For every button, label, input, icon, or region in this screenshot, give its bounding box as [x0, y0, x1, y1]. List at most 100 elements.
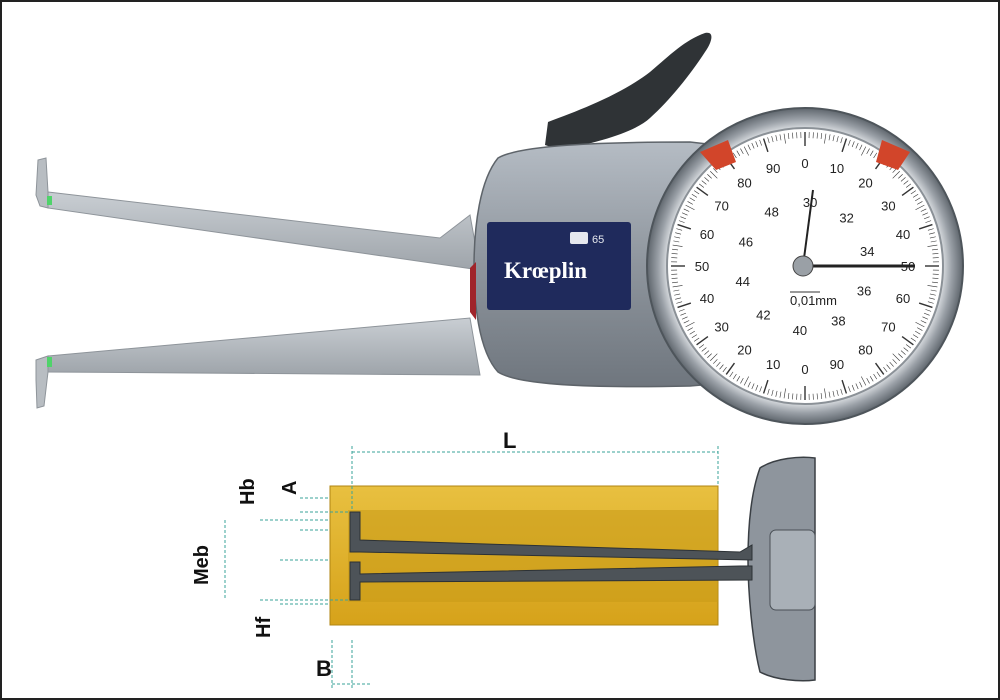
- dial-tick: [676, 301, 683, 304]
- dial-tick: [694, 337, 700, 342]
- dial-tick: [740, 378, 744, 384]
- dial-tick: [820, 392, 823, 399]
- dial-tick: [677, 302, 692, 309]
- dial-tick: [707, 353, 712, 358]
- dial-tick: [874, 362, 885, 375]
- dial-tick: [848, 139, 851, 146]
- dial-tick: [759, 386, 762, 393]
- dial-tick: [816, 132, 818, 139]
- dimension-lines: [224, 446, 719, 690]
- dial-tick: [873, 152, 878, 159]
- upper-contact: [47, 196, 52, 205]
- dial-tick: [824, 388, 827, 399]
- dial-tick: [762, 379, 769, 394]
- dial-tick: [672, 285, 683, 288]
- dial-tick: [673, 240, 680, 243]
- dial-tick: [901, 186, 914, 197]
- dim-label-Hb: Hb: [237, 478, 259, 505]
- upper-tip: [35, 157, 49, 209]
- dial-tick: [743, 376, 749, 386]
- dial-resolution: 0,01mm: [790, 293, 837, 308]
- dial-tick: [929, 293, 936, 296]
- dial-outer-label: 40: [896, 227, 910, 242]
- dial-outer-label: 80: [858, 342, 872, 357]
- dial-tick: [771, 136, 774, 143]
- dial-tick: [925, 309, 932, 312]
- dial-tick: [859, 381, 863, 388]
- dial-outer-label: 90: [766, 161, 780, 176]
- dial-tick: [832, 390, 835, 397]
- dial-outer-label: 10: [830, 161, 844, 176]
- dial-tick: [915, 330, 921, 335]
- dial-tick: [931, 248, 938, 251]
- dial-tick: [681, 316, 688, 320]
- dial-tick: [680, 216, 687, 220]
- dial-inner-label: 46: [739, 234, 753, 249]
- lower-tip: [35, 355, 49, 409]
- dial-tick: [922, 316, 929, 320]
- dial-tick: [828, 391, 831, 398]
- dial-tick: [855, 142, 859, 149]
- dial-outer-label: 40: [700, 291, 714, 306]
- dial-tick: [687, 201, 693, 205]
- dial-tick: [866, 378, 870, 384]
- dial-tick: [920, 208, 927, 212]
- dial-tick: [783, 133, 786, 144]
- dial-tick: [675, 297, 682, 300]
- caliper-gauge: 65 Krœplin 01020304050607080900102030405…: [35, 32, 964, 425]
- dial-tick: [841, 379, 848, 394]
- dial-tick: [685, 204, 695, 210]
- dial-tick: [928, 232, 935, 235]
- dial-tick: [683, 320, 690, 324]
- dial-outer-label: 60: [896, 291, 910, 306]
- dial-tick: [740, 148, 744, 154]
- bore-upper-arm: [349, 511, 753, 561]
- dial-tick: [873, 373, 878, 380]
- dial-tick: [910, 190, 916, 195]
- dial-tick: [898, 353, 903, 358]
- dial-tick: [691, 193, 698, 198]
- dial-tick: [836, 389, 839, 396]
- dial-tick: [716, 361, 721, 367]
- dial-tick: [696, 186, 709, 197]
- dial-tick: [922, 212, 929, 216]
- dial-tick: [719, 364, 724, 370]
- dial-tick: [932, 277, 939, 279]
- dial-tick: [675, 232, 682, 235]
- dial-tick: [892, 353, 900, 361]
- dial-tick: [820, 133, 823, 140]
- bore-lower-arm: [349, 561, 753, 601]
- dial-tick: [747, 144, 751, 151]
- dial-tick: [927, 228, 934, 231]
- dial-tick: [915, 197, 921, 202]
- dial-tick: [900, 350, 906, 355]
- dial-inner-label: 36: [857, 284, 871, 299]
- dial-tick: [900, 177, 906, 182]
- dial-tick: [671, 253, 678, 255]
- dial-tick: [674, 236, 681, 239]
- dial-tick: [930, 289, 937, 292]
- dial-tick: [932, 253, 939, 255]
- dial-tick: [876, 371, 881, 377]
- dial-tick: [892, 359, 897, 364]
- upper-arm: [47, 191, 481, 271]
- dial-outer-scale: 01020304050607080900102030405060708090: [695, 156, 915, 377]
- dial-tick: [672, 248, 679, 251]
- dial: 01020304050607080900102030405060708090 3…: [646, 107, 964, 425]
- dial-outer-label: 60: [700, 227, 714, 242]
- dial-inner-label: 32: [839, 210, 853, 225]
- dial-tick: [783, 388, 786, 399]
- dial-tick: [851, 384, 855, 391]
- dial-tick: [762, 138, 769, 153]
- dial-inner-label: 38: [831, 314, 845, 329]
- dial-tick: [736, 376, 741, 382]
- dial-tick: [824, 133, 827, 144]
- dial-tick: [767, 137, 770, 144]
- lower-contact: [47, 357, 52, 367]
- tolerance-marker-left: [700, 140, 736, 170]
- dial-tick: [930, 240, 937, 243]
- dial-tick: [672, 281, 679, 284]
- dial-tick: [898, 174, 903, 179]
- dial-tick: [931, 281, 938, 284]
